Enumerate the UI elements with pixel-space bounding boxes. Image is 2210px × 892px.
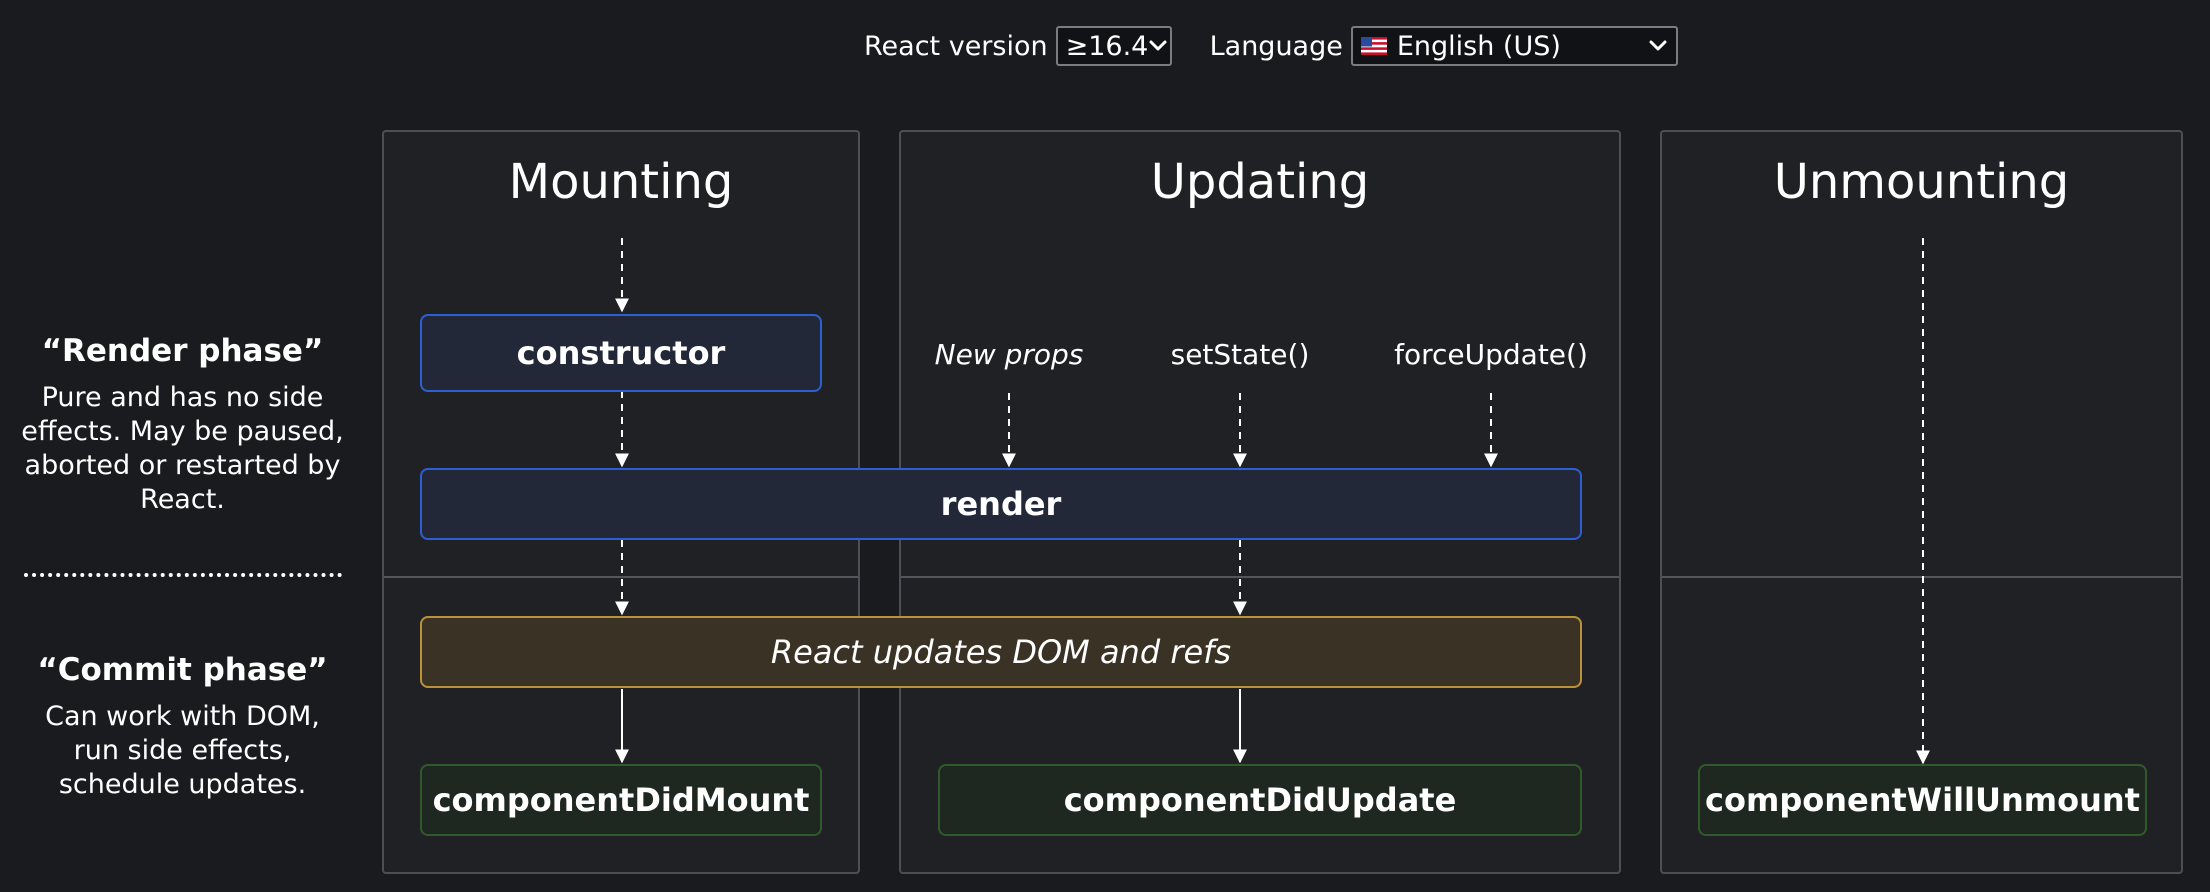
diagram-controls: React version ≥16.4 Language English (US… [864, 26, 1678, 66]
react-updates-dom-box: React updates DOM and refs [420, 616, 1582, 688]
chevron-down-icon [1149, 40, 1167, 51]
react-version-value: ≥16.4 [1065, 30, 1149, 62]
new-props-trigger: New props [934, 338, 1084, 371]
set-state-trigger: setState() [1170, 338, 1310, 371]
react-version-select[interactable]: ≥16.4 [1055, 26, 1172, 66]
us-flag-icon [1360, 37, 1387, 55]
component-did-update-box: componentDidUpdate [938, 764, 1582, 836]
constructor-box: constructor [420, 314, 822, 392]
component-will-unmount-box: componentWillUnmount [1698, 764, 2147, 836]
force-update-trigger: forceUpdate() [1394, 338, 1588, 371]
updating-title: Updating [1150, 154, 1370, 210]
unmounting-column [1660, 130, 2183, 874]
chevron-down-icon [1649, 40, 1667, 51]
commit-phase-title: “Commit phase” [37, 652, 328, 688]
component-did-mount-box: componentDidMount [420, 764, 822, 836]
commit-phase-label: “Commit phase” Can work with DOM, run si… [20, 652, 345, 802]
render-phase-description: Pure and has no side effects. May be pau… [21, 382, 344, 515]
phase-divider [24, 573, 342, 577]
render-phase-title: “Render phase” [41, 333, 324, 369]
language-label: Language [1209, 30, 1343, 62]
react-version-label: React version [864, 30, 1048, 62]
language-value: English (US) [1396, 30, 1561, 62]
commit-phase-description: Can work with DOM, run side effects, sch… [45, 701, 320, 800]
render-phase-label: “Render phase” Pure and has no side effe… [20, 333, 345, 517]
language-select[interactable]: English (US) [1350, 26, 1678, 66]
unmounting-title: Unmounting [1773, 154, 2070, 210]
mounting-title: Mounting [508, 154, 734, 210]
render-box: render [420, 468, 1582, 540]
